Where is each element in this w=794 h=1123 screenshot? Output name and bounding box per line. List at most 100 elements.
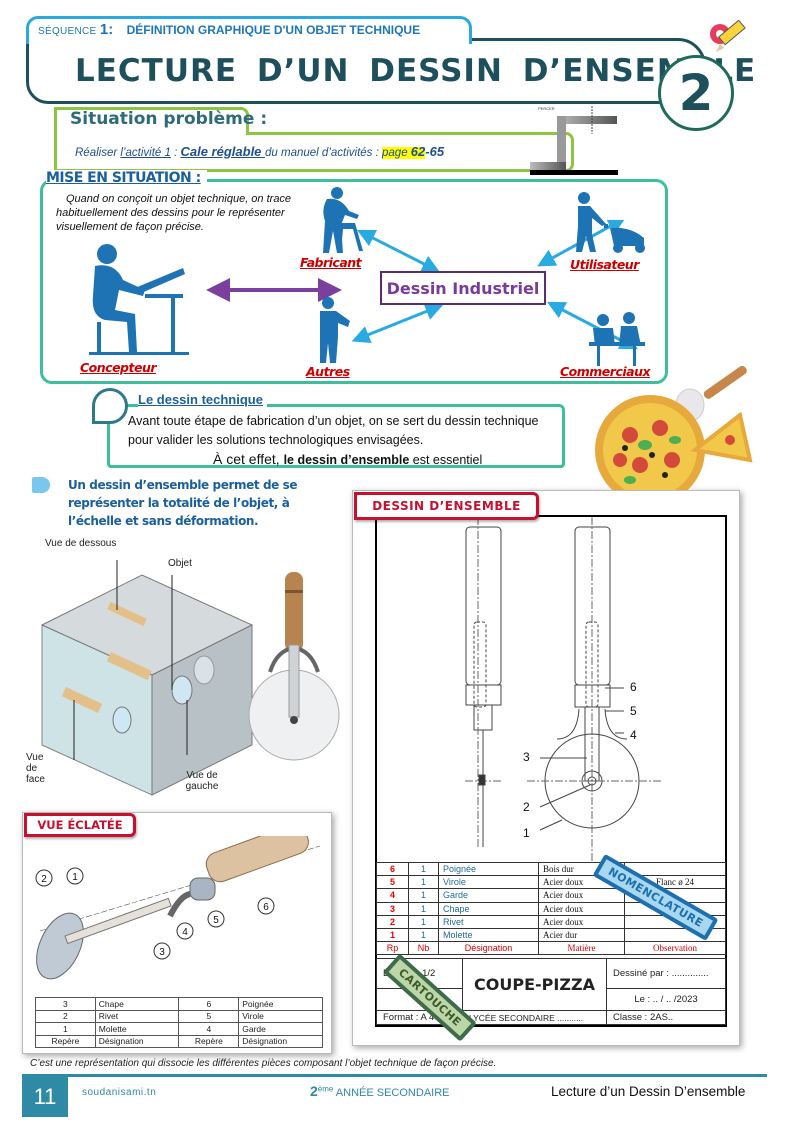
callout-2: 2	[523, 800, 530, 814]
label-vue-face: Vue de face	[26, 752, 45, 785]
drill-stand-illustration: PERCER	[530, 106, 618, 175]
activity-name: Cale réglable	[180, 144, 266, 159]
dessin-ensemble-label: DESSIN D’ENSEMBLE	[354, 492, 539, 520]
footer-divider	[22, 1074, 767, 1077]
nomenclature-matiere: Acier doux	[538, 901, 625, 916]
sequence-title: DÉFINITION GRAPHIQUE D'UN OBJET TECHNIQU…	[126, 23, 421, 37]
mise-en-situation-box	[40, 179, 668, 384]
level-label: 2ème ANNÉE SECONDAIRE	[310, 1083, 450, 1099]
projection-cube-illustration	[40, 560, 340, 796]
designation-cell: Désignation	[238, 1034, 323, 1048]
caption: C’est une représentation qui dissocie le…	[30, 1058, 497, 1069]
callout-4: 4	[630, 728, 637, 742]
nomenclature-nb: 1	[408, 914, 439, 929]
nomenclature-matiere: Acier doux	[538, 888, 625, 903]
callout-6: 6	[630, 680, 637, 694]
drawing-border	[375, 515, 727, 1027]
callout-5: 5	[630, 704, 637, 718]
drawing-title: COUPE-PIZZA	[462, 958, 607, 1011]
lycee-cell: LYCÉE SECONDAIRE ...........	[462, 1010, 607, 1025]
repere-cell: Repère	[178, 1034, 240, 1048]
autres-silhouette-icon	[320, 297, 350, 363]
nomenclature-rp: 5	[376, 875, 409, 890]
sequence-heading: SÉQUENCE 1: DÉFINITION GRAPHIQUE D'UN OB…	[38, 21, 420, 38]
label-vue-dessous: Vue de dessous	[45, 538, 117, 549]
nomenclature-header-rp: Rp	[376, 941, 409, 956]
utilisateur-silhouette-icon	[576, 192, 645, 253]
designation-cell: Virole	[238, 1009, 323, 1023]
stand-label: PERCER	[538, 106, 555, 111]
nomenclature-designation: Chape	[438, 901, 539, 916]
speech-bubble-icon	[92, 388, 128, 424]
date-cell: Le : .. / .. /2023	[606, 988, 726, 1011]
exploded-view-drawing: 2 1 3 4 5 6	[35, 836, 321, 980]
designation-cell: Garde	[238, 1022, 323, 1036]
nomenclature-designation: Poignée	[438, 861, 539, 877]
repere-cell: 1	[35, 1022, 96, 1036]
nomenclature-matiere: Acier dur	[538, 927, 625, 943]
repere-cell: 3	[35, 997, 96, 1011]
dessin-ensemble-intro: Un dessin d’ensemble permet de se représ…	[68, 478, 298, 528]
commerciaux-silhouette-icon	[589, 312, 645, 366]
classe-cell: Classe : 2AS..	[606, 1010, 726, 1025]
repere-cell: 5	[178, 1009, 240, 1023]
repere-cell: 4	[178, 1022, 240, 1036]
nomenclature-nb: 1	[408, 861, 439, 877]
activity-link[interactable]: l’activité 1	[120, 147, 171, 159]
repere-cell: 2	[35, 1009, 96, 1023]
situation-probleme-box	[54, 132, 574, 172]
nomenclature-nb: 1	[408, 888, 439, 903]
exploded-callout-6: 6	[263, 902, 269, 913]
nomenclature-matiere: Acier doux	[538, 914, 625, 929]
role-fabricant: Fabricant	[300, 255, 362, 270]
exploded-callout-5: 5	[213, 915, 219, 926]
nomenclature-header-observation: Observation	[624, 941, 726, 956]
footer-title: Lecture d’un Dessin D’ensemble	[551, 1084, 746, 1099]
role-utilisateur: Utilisateur	[570, 257, 639, 272]
label-objet: Objet	[168, 558, 192, 569]
role-concepteur: Concepteur	[80, 360, 157, 375]
nomenclature-rp: 6	[376, 861, 409, 877]
nomenclature-nb: 1	[408, 901, 439, 916]
site-link[interactable]: soudanisami.tn	[82, 1087, 157, 1098]
repere-cell: Repère	[35, 1034, 96, 1048]
nomenclature-nb: 1	[408, 875, 439, 890]
nomenclature-designation: Molette	[438, 927, 539, 943]
callout-1: 1	[523, 826, 530, 840]
callout-3: 3	[523, 750, 530, 764]
page-highlight: page 62	[382, 144, 426, 159]
designation-cell: Molette	[94, 1022, 180, 1036]
pizza-cutter-illustration	[595, 365, 753, 490]
dessine-par-cell: Dessiné par : ..............	[606, 958, 726, 989]
nomenclature-rp: 4	[376, 888, 409, 903]
vue-eclatee-label: VUE ÉCLATÉE	[24, 813, 136, 837]
mise-en-situation-text: Quand on conçoit un objet technique, on …	[56, 193, 292, 233]
nomenclature-nb: 1	[408, 927, 439, 943]
dessin-technique-box	[107, 404, 565, 468]
arrow-commerciaux	[547, 301, 638, 350]
sequence-number: 1:	[99, 21, 114, 38]
nomenclature-designation: Rivet	[438, 914, 539, 929]
dessin-technique-title: Le dessin technique	[138, 392, 267, 407]
situation-probleme-text: Réaliser l’activité 1 : Cale réglable du…	[75, 144, 445, 159]
exploded-callout-3: 3	[159, 947, 165, 958]
page-title: LECTURE D’UN DESSIN D’ENSEMBLE	[75, 53, 757, 89]
designation-cell: Rivet	[94, 1009, 180, 1023]
dessin-technique-text: Avant toute étape de fabrication d’un ob…	[128, 414, 539, 467]
role-commerciaux: Commerciaux	[560, 364, 651, 379]
pencil-flag-icon	[710, 20, 746, 52]
designer-silhouette-icon	[89, 244, 189, 355]
exploded-callout-1: 1	[72, 872, 78, 883]
nomenclature-rp: 2	[376, 914, 409, 929]
nomenclature-rp: 1	[376, 927, 409, 943]
designation-cell: Désignation	[94, 1034, 180, 1048]
bullet-icon	[32, 477, 50, 493]
exploded-callout-4: 4	[182, 927, 188, 938]
mise-en-situation-title: MISE EN SITUATION :	[46, 170, 207, 186]
